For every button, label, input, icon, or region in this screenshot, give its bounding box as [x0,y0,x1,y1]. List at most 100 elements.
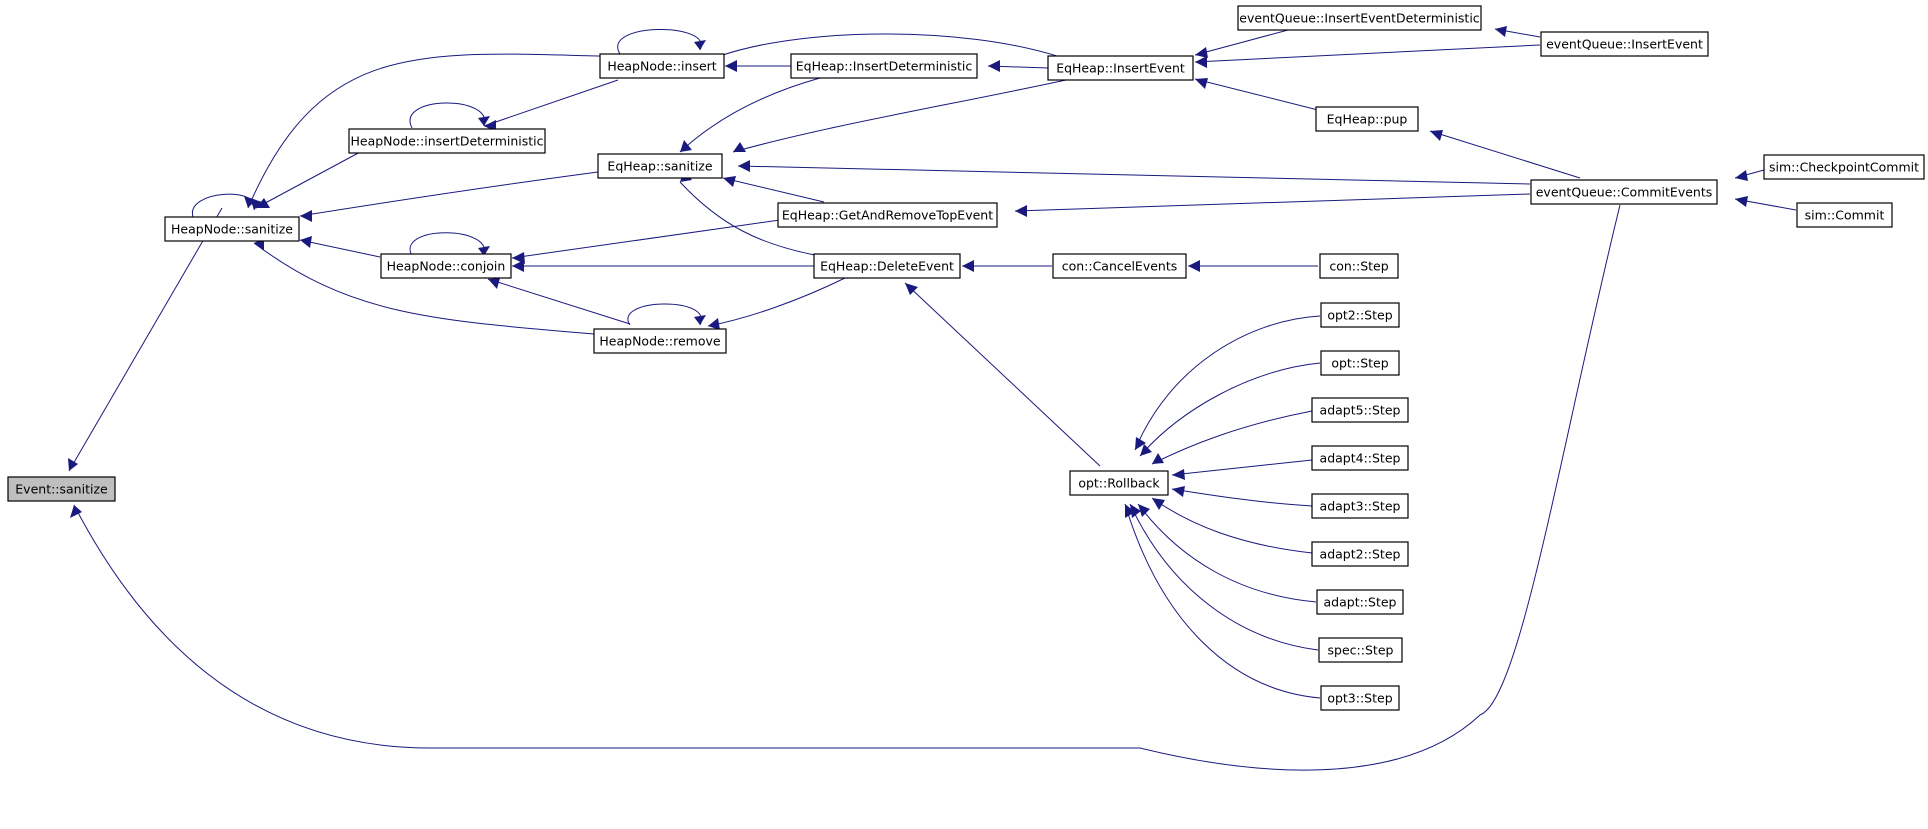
arrowhead [1195,78,1208,89]
node-box [1320,685,1400,711]
node-label: con::Step [1329,259,1388,274]
edge-insert-to-insertdet [483,79,619,127]
node-label: sim::CheckpointCommit [1769,160,1919,175]
node-opt2-step[interactable]: opt2::Step [1320,302,1400,328]
arrowhead [1125,504,1135,518]
node-eventqueue-insertevent[interactable]: eventQueue::InsertEvent [1540,31,1709,57]
edge-adapt3step-to-rollback [1171,488,1313,507]
edge-deleteevent-to-remove [707,277,846,327]
arrowhead [1130,504,1141,518]
node-adapt4-step[interactable]: adapt4::Step [1311,445,1409,471]
node-adapt5-step[interactable]: adapt5::Step [1311,397,1409,423]
node-heapnode-insertdeterministic[interactable]: HeapNode::insertDeterministic [348,128,546,154]
node-box [1311,445,1409,471]
node-heapnode-sanitize[interactable]: HeapNode::sanitize [164,216,300,242]
node-box [1316,589,1404,615]
node-sim-checkpointcommit[interactable]: sim::CheckpointCommit [1763,154,1925,180]
arrowhead [250,198,262,210]
edge-adapt4step-to-rollback [1171,459,1313,476]
node-box [790,53,978,79]
node-box [597,153,723,179]
arrowhead [1430,130,1443,141]
node-layer: Event::sanitize HeapNode::sanitize HeapN… [7,5,1925,711]
arrowhead [478,116,490,126]
node-label: con::CancelEvents [1062,259,1178,274]
node-heapnode-conjoin[interactable]: HeapNode::conjoin [380,253,512,279]
node-con-cancelevents[interactable]: con::CancelEvents [1052,253,1187,279]
arrowhead [723,176,736,187]
edge-insertevent-to-eqheap-sanitize [732,79,1067,153]
edge-eq-insertevent-to-insertevent [1194,44,1541,63]
node-box [1237,5,1482,31]
node-eqheap-insertevent[interactable]: EqHeap::InsertEvent [1047,55,1194,81]
node-adapt3-step[interactable]: adapt3::Step [1311,493,1409,519]
node-adapt2-step[interactable]: adapt2::Step [1311,541,1409,567]
node-event-sanitize[interactable]: Event::sanitize [7,476,116,502]
arrowhead [1152,498,1165,510]
node-opt-rollback[interactable]: opt::Rollback [1069,470,1169,496]
arrowhead [988,60,1000,72]
node-box [348,128,546,154]
node-label: adapt3::Step [1320,499,1401,514]
node-heapnode-remove[interactable]: HeapNode::remove [593,328,727,354]
edge-opt2step-to-rollback [1134,315,1321,451]
arrowhead [70,505,82,518]
edge-opt3step-to-rollback [1124,503,1321,699]
arrowhead [1195,56,1207,68]
node-eqheap-sanitize[interactable]: EqHeap::sanitize [597,153,723,179]
node-box [1069,470,1169,496]
node-box [1311,541,1409,567]
arrowhead [300,210,312,222]
arrowhead [1152,453,1164,464]
arrowhead [905,283,918,295]
node-spec-step[interactable]: spec::Step [1318,637,1403,663]
node-box [1315,106,1419,132]
node-box [599,53,725,79]
node-eventqueue-inserteventdeterministic[interactable]: eventQueue::InsertEventDeterministic [1237,5,1482,31]
edge-insertdet-self [409,102,486,129]
node-heapnode-insert[interactable]: HeapNode::insert [599,53,725,79]
node-eqheap-insertdeterministic[interactable]: EqHeap::InsertDeterministic [790,53,978,79]
node-label: spec::Step [1328,643,1394,658]
edge-getandremove-to-conjoin [511,219,781,259]
arrowhead [256,198,270,208]
node-opt-step[interactable]: opt::Step [1320,350,1400,376]
node-box [777,202,998,228]
node-sim-commit[interactable]: sim::Commit [1796,202,1893,228]
node-box [1320,302,1400,328]
node-adapt-step[interactable]: adapt::Step [1316,589,1404,615]
node-box [380,253,512,279]
edge-commitevents-to-event-sanitize [73,204,1621,771]
edge-remove-to-conjoin [487,278,631,325]
node-label: HeapNode::remove [599,334,721,349]
edge-eq-insertevdet-to-insertevent [1194,29,1289,56]
node-box [1318,637,1403,663]
arrowhead [512,260,524,272]
arrowhead [478,246,490,256]
edge-commitevents-to-getandremove [1014,193,1531,212]
node-label: adapt2::Step [1320,547,1401,562]
arrowhead [1138,504,1150,517]
node-eqheap-deleteevent[interactable]: EqHeap::DeleteEvent [813,253,961,279]
node-label: adapt::Step [1324,595,1397,610]
node-label: EqHeap::pup [1327,112,1408,127]
node-box [813,253,961,279]
node-box [1540,31,1709,57]
node-label: adapt4::Step [1320,451,1401,466]
node-opt3-step[interactable]: opt3::Step [1320,685,1400,711]
edge-adaptstep-to-rollback [1137,503,1317,603]
edge-optstep-to-rollback [1139,362,1321,457]
node-label: opt2::Step [1327,308,1392,323]
node-eventqueue-commitevents[interactable]: eventQueue::CommitEvents [1530,179,1718,205]
edge-remove-self [627,303,702,326]
arrowhead [1735,170,1748,181]
node-con-step[interactable]: con::Step [1319,253,1399,279]
node-eqheap-pup[interactable]: EqHeap::pup [1315,106,1419,132]
node-eqheap-getandremovetopevent[interactable]: EqHeap::GetAndRemoveTopEvent [777,202,998,228]
arrowhead [1015,205,1027,217]
arrowhead [725,60,737,72]
edge-heapnode-sanitize-to-event-sanitize [68,207,223,472]
arrowhead [1735,196,1748,207]
arrowhead [488,278,500,289]
